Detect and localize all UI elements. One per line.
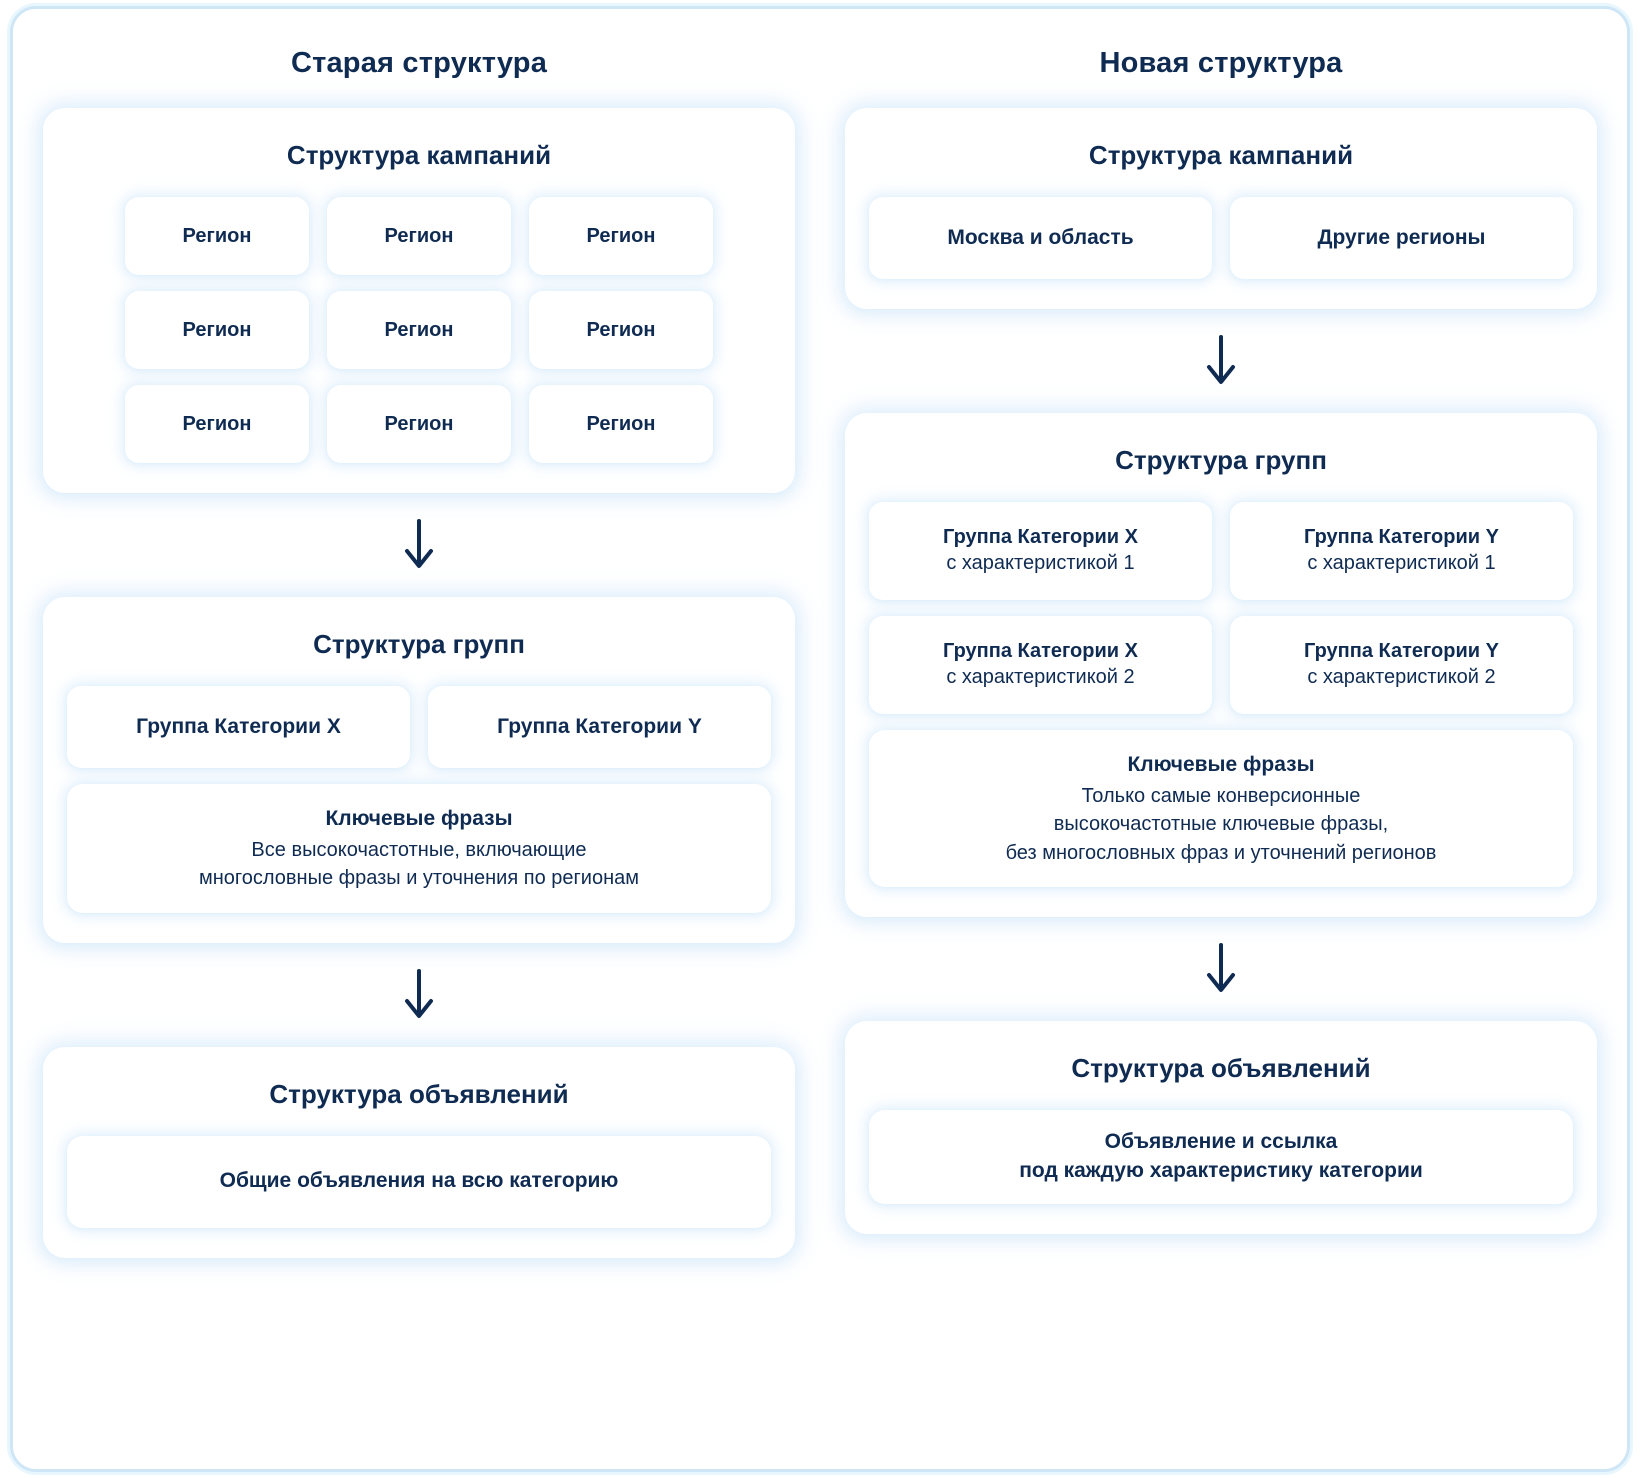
group-chip[interactable]: Группа Категории Y с характеристикой 2	[1230, 616, 1573, 714]
keywords-line: Все высокочастотные, включающие	[251, 838, 587, 861]
group-chip[interactable]: Группа Категории X с характеристикой 1	[869, 502, 1212, 600]
old-keywords-row: Ключевые фразы Все высокочастотные, вклю…	[67, 784, 771, 913]
new-column-spacer	[845, 1234, 1597, 1449]
group-chip-line2: с характеристикой 1	[1307, 552, 1496, 574]
new-ads-panel: Структура объявлений Объявление и ссылка…	[845, 1020, 1597, 1234]
old-campaigns-title: Структура кампаний	[286, 140, 552, 170]
new-ads-title: Структура объявлений	[1071, 1052, 1371, 1083]
region-chip[interactable]: Регион	[529, 197, 713, 275]
new-keywords-row: Ключевые фразы Только самые конверсионны…	[869, 730, 1573, 887]
new-campaigns-title: Структура кампаний	[1088, 140, 1354, 170]
group-chip[interactable]: Группа Категории Y с характеристикой 1	[1230, 502, 1573, 600]
ads-block[interactable]: Общие объявления на всю категорию	[67, 1135, 771, 1228]
columns-container: Старая структура Структура кампаний Реги…	[13, 9, 1627, 1469]
new-campaigns-panel: Структура кампаний Москва и область Друг…	[845, 108, 1597, 309]
arrow-down-icon-old-1	[43, 519, 795, 571]
keywords-line: высокочастотные ключевые фразы,	[1053, 813, 1389, 836]
region-chip[interactable]: Регион	[529, 385, 713, 463]
column-title-new: Новая структура	[1099, 47, 1343, 79]
keywords-line: Только самые конверсионные	[1081, 784, 1361, 807]
keywords-block[interactable]: Ключевые фразы Все высокочастотные, вклю…	[67, 784, 771, 913]
group-chip-line1: Группа Категории X	[943, 640, 1138, 663]
old-ads-row: Общие объявления на всю категорию	[67, 1135, 771, 1228]
arrow-down-icon-old-2	[43, 968, 795, 1021]
arrow-down-icon-new-2	[845, 942, 1597, 995]
ads-line: Объявление и ссылка	[1104, 1129, 1338, 1153]
region-chip[interactable]: Регион	[529, 291, 713, 369]
keywords-line: без многословных фраз и уточнений регион…	[1005, 841, 1437, 864]
new-group-row-1: Группа Категории X с характеристикой 1 Г…	[869, 502, 1573, 600]
old-group-row: Группа Категории X Группа Категории Y	[67, 686, 771, 768]
keywords-title: Ключевые фразы	[325, 807, 513, 830]
arrow-down-icon-new-1	[845, 335, 1597, 387]
ads-block[interactable]: Объявление и ссылка под каждую характери…	[869, 1109, 1573, 1204]
column-old-structure: Старая структура Структура кампаний Реги…	[43, 35, 795, 1449]
group-chip[interactable]: Группа Категории X с характеристикой 2	[869, 616, 1212, 714]
new-groups-panel: Структура групп Группа Категории X с хар…	[845, 413, 1597, 917]
keywords-line: многословные фразы и уточнения по регион…	[198, 867, 640, 890]
old-region-grid: Регион Регион Регион Регион Регион Регио…	[67, 197, 771, 463]
region-chip[interactable]: Другие регионы	[1230, 197, 1573, 279]
keywords-block[interactable]: Ключевые фразы Только самые конверсионны…	[869, 730, 1573, 887]
column-title-old: Старая структура	[290, 47, 548, 79]
region-chip[interactable]: Москва и область	[869, 197, 1212, 279]
old-groups-panel: Структура групп Группа Категории X Групп…	[43, 597, 795, 943]
column-new-structure: Новая структура Структура кампаний Москв…	[845, 35, 1597, 1449]
region-chip[interactable]: Регион	[125, 291, 309, 369]
group-chip[interactable]: Группа Категории X	[67, 686, 410, 768]
group-chip-line1: Группа Категории Y	[1304, 640, 1499, 663]
ads-line: под каждую характеристику категории	[1019, 1158, 1423, 1182]
group-chip-line2: с характеристикой 1	[946, 552, 1135, 574]
new-group-row-2: Группа Категории X с характеристикой 2 Г…	[869, 616, 1573, 714]
region-chip[interactable]: Регион	[327, 385, 511, 463]
group-chip-line2: с характеристикой 2	[946, 666, 1135, 688]
old-ads-title: Структура объявлений	[269, 1078, 569, 1109]
diagram-frame: Старая структура Структура кампаний Реги…	[10, 6, 1630, 1472]
region-chip[interactable]: Регион	[125, 385, 309, 463]
region-chip[interactable]: Регион	[125, 197, 309, 275]
new-groups-title: Структура групп	[1115, 445, 1327, 475]
keywords-title: Ключевые фразы	[1127, 753, 1315, 776]
group-chip[interactable]: Группа Категории Y	[428, 686, 771, 768]
group-chip-line1: Группа Категории X	[943, 526, 1138, 549]
group-chip-line2: с характеристикой 2	[1307, 666, 1496, 688]
new-region-row: Москва и область Другие регионы	[869, 197, 1573, 279]
group-chip-line1: Группа Категории Y	[1304, 526, 1499, 549]
old-ads-panel: Структура объявлений Общие объявления на…	[43, 1046, 795, 1258]
region-chip[interactable]: Регион	[327, 291, 511, 369]
old-groups-title: Структура групп	[313, 629, 525, 659]
old-column-spacer	[43, 1258, 795, 1449]
region-chip[interactable]: Регион	[327, 197, 511, 275]
new-ads-row: Объявление и ссылка под каждую характери…	[869, 1109, 1573, 1204]
ads-line: Общие объявления на всю категорию	[219, 1169, 619, 1193]
old-campaigns-panel: Структура кампаний Регион Регион Регион …	[43, 108, 795, 493]
